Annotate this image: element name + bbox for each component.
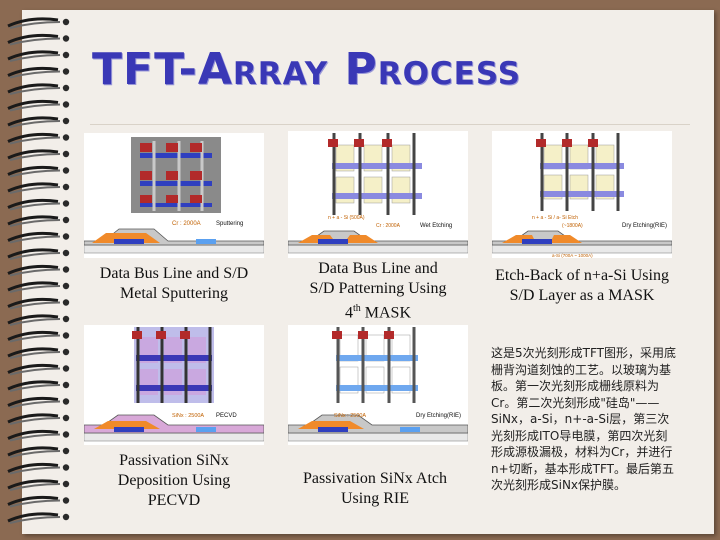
coil-ring	[7, 17, 70, 29]
label-cr: Cr : 2000A	[172, 221, 201, 227]
diagram-wet-etching: n + a - Si (500A) Cr : 2000A Wet Etching	[288, 131, 468, 258]
coil-ring	[7, 83, 70, 95]
chinese-note: 这是5次光刻形成TFT图形，采用底栅背沟道刻蚀的工艺。以玻璃为基板。第一次光刻形…	[491, 346, 676, 492]
label-step: PECVD	[216, 413, 237, 419]
coil-ring	[7, 182, 70, 194]
slide-title: TFT-Array Process	[92, 44, 522, 95]
coil-ring	[7, 281, 70, 293]
coil-ring	[7, 132, 70, 145]
coil-ring	[7, 495, 70, 508]
caption-line-3: 4th MASK	[290, 299, 466, 323]
coil-ring	[7, 248, 70, 260]
caption-etch-back: Etch-Back of n+a-Si Using S/D Layer as a…	[495, 267, 669, 304]
coil-ring	[7, 479, 70, 491]
coil-ring	[7, 380, 70, 392]
label-asi: a-Si (700A ~ 1000A)	[552, 253, 593, 258]
spiral-binding	[7, 17, 70, 524]
label-step: Sputtering	[216, 221, 243, 227]
diagram-rie: SiNx : 2500A Dry Etching(RIE)	[288, 325, 468, 445]
diagram-sputtering: Cr : 2000A Sputtering	[84, 133, 264, 258]
coil-ring	[7, 116, 70, 128]
coil-ring	[7, 413, 70, 425]
coil-ring	[7, 429, 70, 442]
coil-ring	[7, 396, 70, 409]
coil-ring	[7, 297, 70, 310]
caption-pecvd: Passivation SiNx Deposition Using PECVD	[117, 452, 231, 509]
label-thick: (~1800A)	[562, 223, 583, 229]
diagram-pecvd: SiNx : 2500A PECVD	[84, 325, 264, 445]
diagram-dry-etching: n + a - Si / a- Si Etch (~1800A) Dry Etc…	[492, 131, 672, 258]
coil-ring	[7, 165, 70, 178]
coil-ring	[7, 99, 70, 112]
coil-ring	[7, 314, 70, 326]
caption-num: 4	[344, 304, 353, 322]
label-cr: Cr : 2000A	[376, 223, 401, 229]
title-divider	[90, 124, 690, 125]
coil-ring	[7, 66, 70, 79]
coil-ring	[7, 198, 70, 211]
coil-ring	[7, 231, 70, 244]
label-step: Dry Etching(RIE)	[416, 413, 461, 419]
caption-patterning: Data Bus Line and S/D Patterning Using 4…	[290, 259, 466, 323]
label-step: Wet Etching	[420, 223, 452, 229]
coil-ring	[7, 149, 70, 161]
caption-sup: th	[352, 303, 361, 314]
coil-ring	[7, 264, 70, 277]
caption-end: MASK	[360, 304, 411, 322]
caption-sputtering: Data Bus Line and S/D Metal Sputtering	[99, 265, 249, 302]
coil-ring	[7, 50, 70, 62]
label-sinx: SiNx : 2500A	[172, 413, 204, 419]
notebook-page	[22, 10, 714, 534]
coil-ring	[7, 462, 70, 475]
caption-rie: Passivation SiNx Atch Using RIE	[302, 470, 447, 507]
label-etch: n + a - Si / a- Si Etch	[532, 215, 578, 221]
coil-ring	[7, 446, 70, 458]
coil-ring	[7, 347, 70, 359]
label-step: Dry Etching(RIE)	[622, 223, 667, 229]
label-nasi: n + a - Si (500A)	[328, 215, 365, 221]
caption-line-2: S/D Patterning Using	[309, 280, 447, 297]
coil-ring	[7, 215, 70, 227]
coil-ring	[7, 330, 70, 343]
label-sinx: SiNx : 2500A	[334, 413, 366, 419]
coil-ring	[7, 363, 70, 376]
coil-ring	[7, 33, 70, 46]
coil-ring	[7, 512, 70, 524]
caption-line-1: Data Bus Line and	[318, 260, 438, 277]
